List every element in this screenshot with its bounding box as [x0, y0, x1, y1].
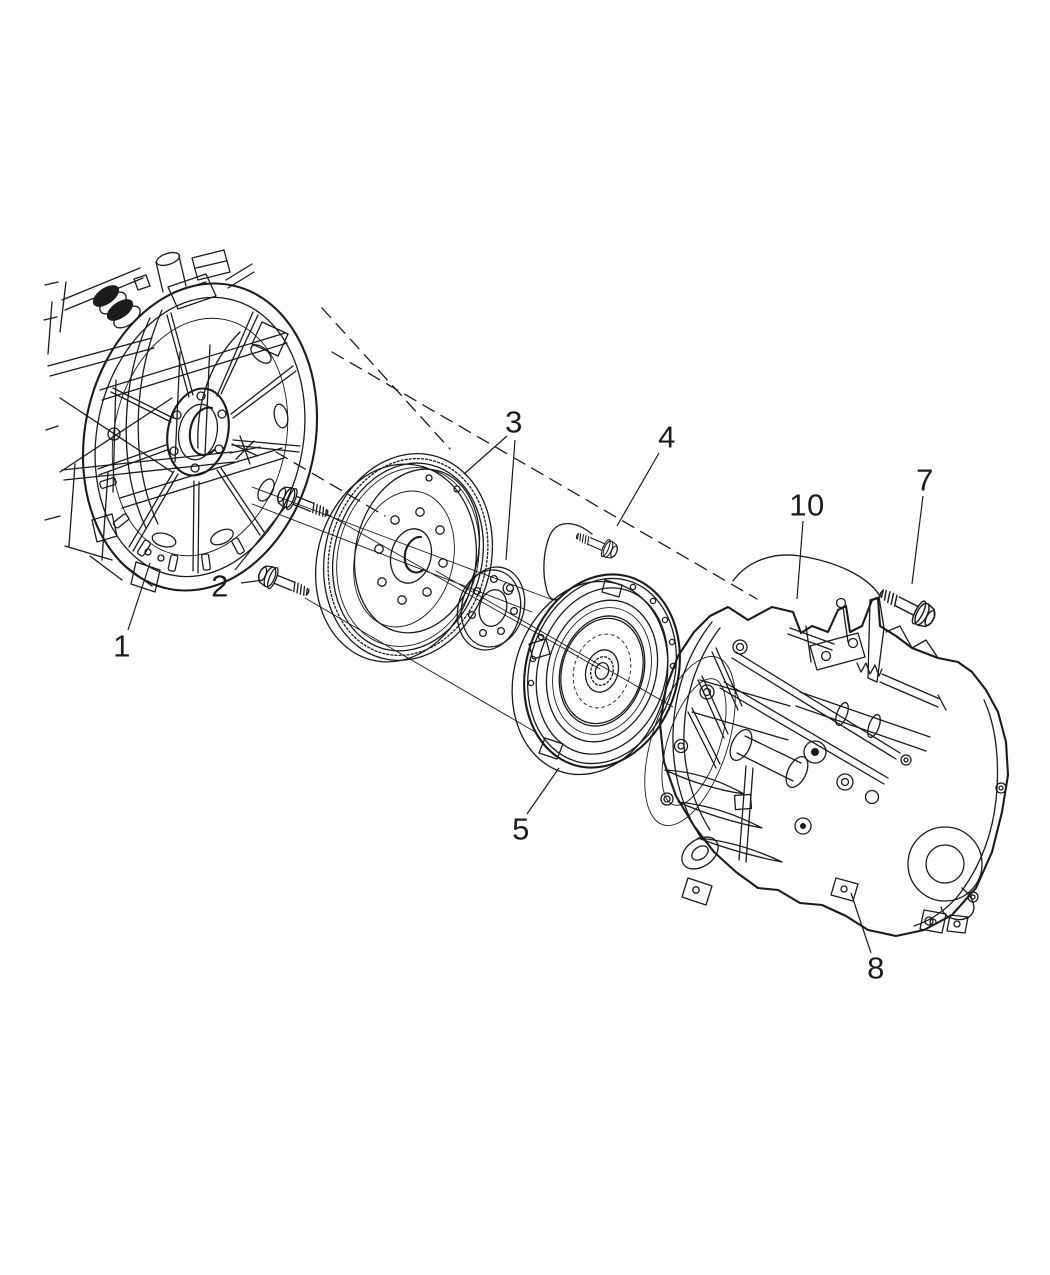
clutch-rim-holes	[527, 583, 677, 687]
flywheel-hub	[374, 507, 448, 605]
ring-gear-teeth	[327, 457, 489, 657]
bolt-2b	[254, 561, 314, 604]
transmission-ribs	[687, 647, 901, 785]
leader-line-2	[240, 579, 264, 584]
part-8-bracket	[830, 877, 859, 902]
engine-coil-cylinder	[92, 274, 151, 329]
bell-housing-rim-slots	[99, 477, 245, 572]
callout-leader-lines	[127, 435, 924, 954]
leader-line-8	[850, 892, 872, 954]
spacer-plate	[456, 566, 526, 651]
callout-5: 5	[512, 811, 530, 847]
leader-line-1	[127, 562, 151, 631]
callout-8: 8	[867, 950, 885, 986]
leader-line-4	[616, 452, 660, 527]
flywheel	[314, 452, 494, 663]
crank-bolt-4	[543, 522, 621, 601]
leader-line-2	[234, 505, 287, 571]
callout-3: 3	[505, 404, 523, 440]
transmission	[644, 596, 1010, 938]
crankshaft-hub	[166, 387, 230, 477]
transmission-flange-band	[672, 621, 721, 839]
leader-line-10	[796, 520, 804, 600]
callout-2: 2	[211, 568, 229, 604]
transmission-bolt-7	[732, 554, 940, 632]
clutch-pressure-plate	[511, 573, 681, 776]
leader-line-3	[505, 439, 516, 561]
end-cover	[900, 699, 1007, 927]
bolt-4-guide-curve	[543, 522, 593, 601]
callout-7: 7	[916, 462, 934, 498]
leader-line-5	[526, 767, 560, 815]
bolt-7	[874, 580, 940, 632]
diaphragm-spring-fingers	[572, 633, 632, 709]
leader-line-3	[463, 435, 508, 475]
leader-line-7	[911, 495, 924, 585]
shift-linkage	[787, 596, 947, 711]
callout-4: 4	[658, 419, 676, 455]
bolt-7-guide-curve	[732, 554, 881, 597]
bolt-4	[572, 526, 621, 562]
crank-starburst	[229, 435, 261, 465]
bell-housing	[81, 273, 319, 593]
callout-10: 10	[789, 487, 825, 523]
bolt-2a	[273, 482, 333, 525]
engine-block	[43, 249, 288, 587]
axis-lines	[251, 486, 674, 734]
bell-housing-spokes	[97, 311, 301, 574]
dashed-alignment-lines	[275, 307, 758, 600]
callout-1: 1	[113, 628, 131, 664]
